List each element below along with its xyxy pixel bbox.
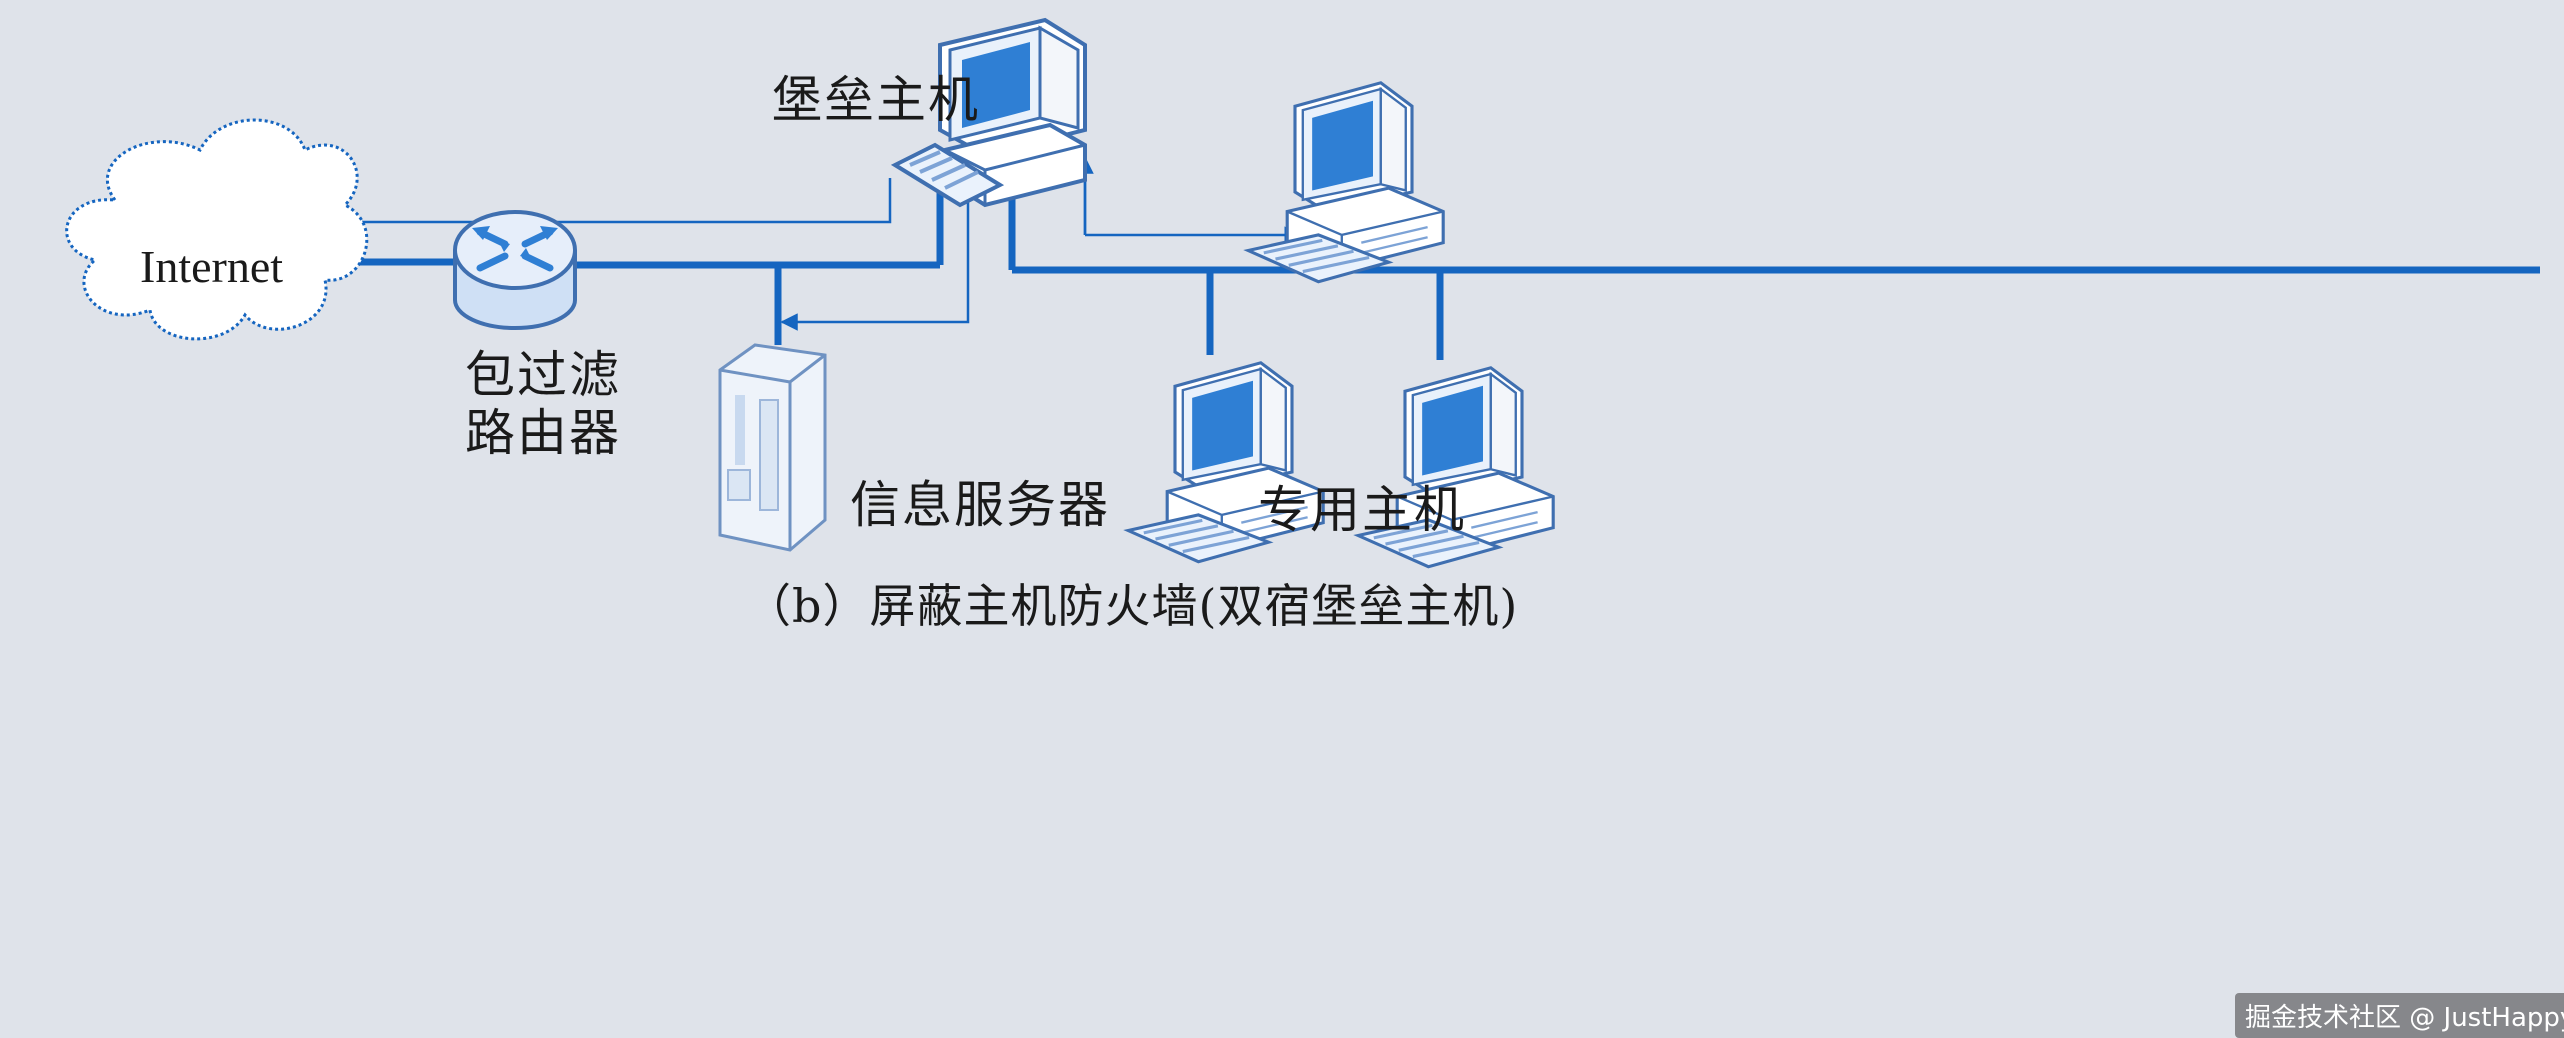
label-private-hosts: 专用主机 <box>1258 481 1466 539</box>
info-server-icon <box>718 343 827 552</box>
internet-cloud-icon <box>65 118 369 341</box>
watermark: 掘金技术社区 @ JustHappy <box>2235 993 2564 1038</box>
label-bastion-host: 堡垒主机 <box>772 71 980 129</box>
arrow-bastion-to-server <box>780 180 970 331</box>
private-host-top-icon <box>1246 81 1445 284</box>
figure-caption: （b）屏蔽主机防火墙(双宿堡垒主机) <box>745 579 1519 633</box>
arrow-bastion-to-internet <box>333 178 892 231</box>
label-info-server: 信息服务器 <box>850 476 1110 534</box>
network-links <box>330 175 2540 360</box>
label-router-line2: 路由器 <box>465 404 621 462</box>
label-router-line1: 包过滤 <box>465 346 621 404</box>
bastion-host-icon <box>890 17 1087 208</box>
router-icon <box>453 210 577 330</box>
label-internet: Internet <box>140 241 284 292</box>
